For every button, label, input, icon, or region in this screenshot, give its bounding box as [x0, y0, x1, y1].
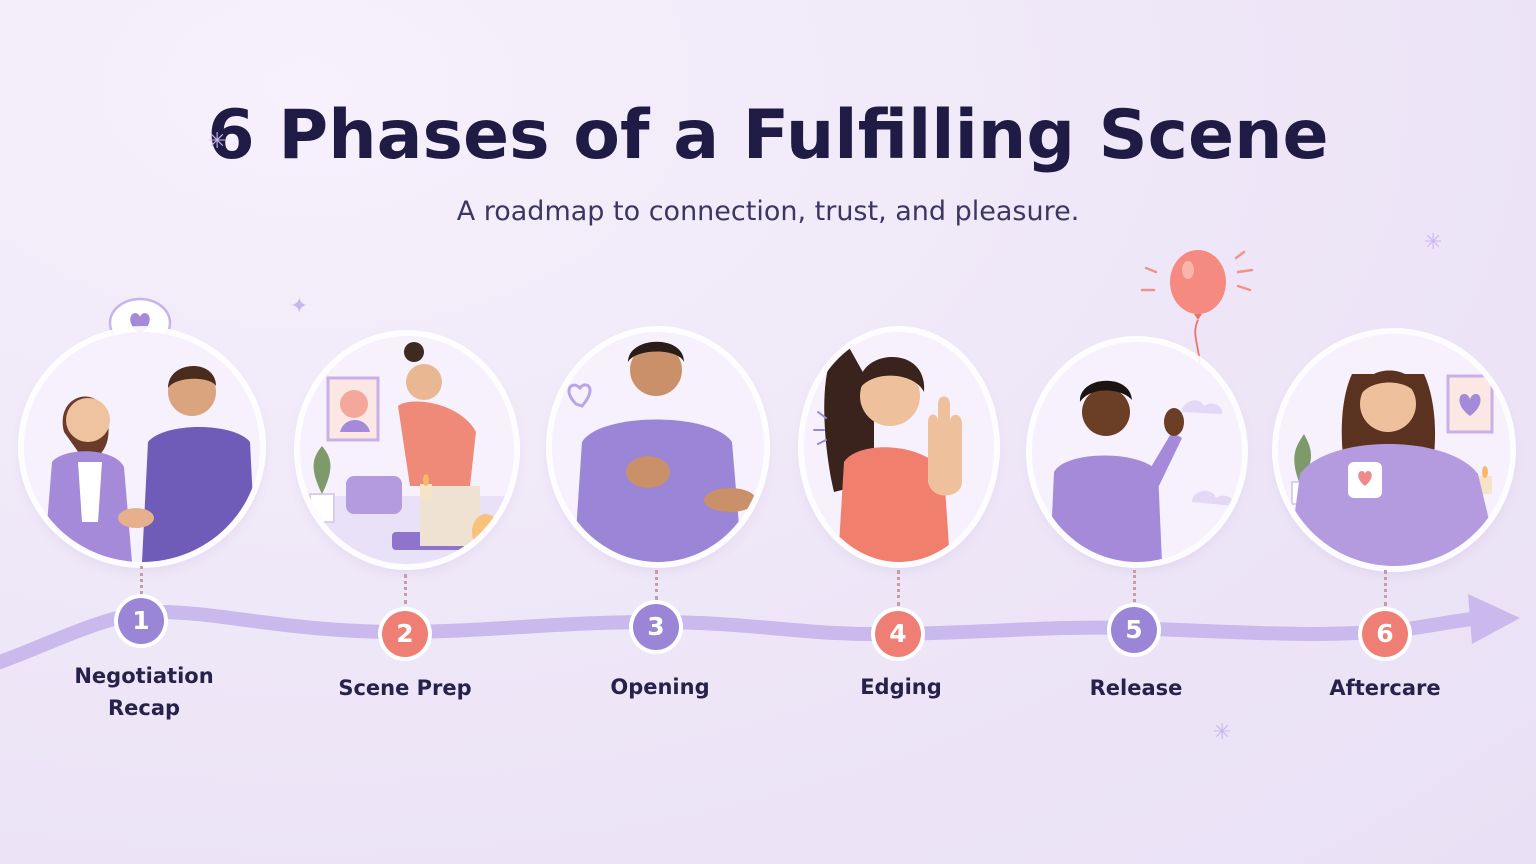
phase-4-illustration: [804, 332, 994, 562]
timeline-arrow: [0, 594, 1520, 669]
page-subtitle: A roadmap to connection, trust, and plea…: [456, 196, 1080, 227]
release-looking-up-illustration: [1032, 342, 1242, 562]
sparkle-icon: ✦: [290, 294, 309, 319]
opening-gesture-illustration: [552, 332, 764, 562]
phase-5-badge: 5: [1111, 607, 1157, 653]
phase-5-illustration: [1032, 342, 1242, 562]
balloon-icon: [1140, 250, 1254, 416]
connector-line: [897, 570, 900, 606]
connector-line: [1133, 570, 1136, 602]
phase-2-label: Scene Prep: [338, 676, 472, 700]
sparkle-icon: ✳: [208, 129, 227, 154]
phase-1-label-line2: Recap: [107, 696, 181, 720]
phase-3-illustration: [552, 332, 764, 562]
handshake-couple-illustration: [24, 332, 260, 562]
sparkle-icon: ✳: [1424, 230, 1443, 255]
phase-1-label-line1: Negotiation: [74, 664, 214, 688]
phase-6-label: Aftercare: [1329, 676, 1441, 700]
page-title: 6 Phases of a Fulfilling Scene: [207, 96, 1329, 175]
phase-2-illustration: [300, 336, 514, 564]
connector-line: [1384, 570, 1387, 606]
phase-5-label: Release: [1089, 676, 1183, 700]
phase-2-badge: 2: [382, 611, 428, 657]
aftercare-blanket-illustration: [1278, 334, 1510, 566]
connector-line: [140, 566, 143, 594]
connector-line: [404, 574, 407, 604]
phase-4-badge: 4: [875, 611, 921, 657]
phase-3-label: Opening: [610, 675, 710, 699]
phase-1-label: Negotiation Recap: [44, 660, 244, 724]
edging-stop-gesture-illustration: [804, 332, 994, 562]
phase-6-badge: 6: [1362, 611, 1408, 657]
phase-1-badge: 1: [118, 598, 164, 644]
phase-6-illustration: [1278, 334, 1510, 566]
phase-3-badge: 3: [633, 604, 679, 650]
scene-prep-illustration: [300, 336, 514, 564]
connector-line: [655, 570, 658, 600]
sparkle-icon: ✳: [1213, 720, 1232, 745]
phase-1-illustration: [24, 332, 260, 562]
phase-4-label: Edging: [860, 675, 942, 699]
